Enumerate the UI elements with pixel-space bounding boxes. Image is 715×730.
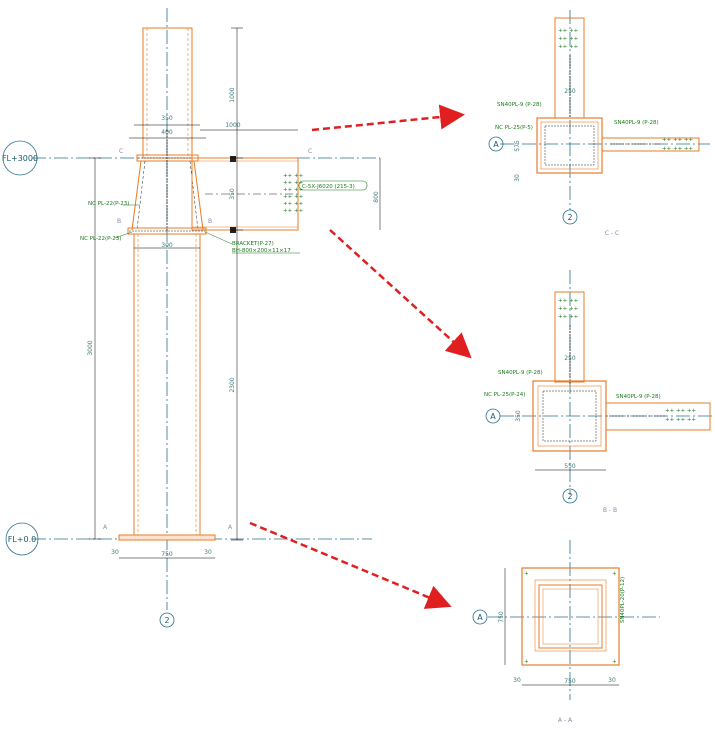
- dim-a-right: 30: [608, 677, 616, 684]
- svg-text:++ ++: ++ ++: [283, 208, 304, 214]
- grid-bubble-2-section-b: 2: [562, 488, 578, 504]
- dim-upper-1000: 1000: [225, 122, 240, 129]
- grid-bubble-2-section-c: 2: [562, 209, 578, 225]
- svg-text:2: 2: [164, 616, 169, 625]
- svg-text:++ ++: ++ ++: [558, 28, 579, 34]
- dim-b-d3: 550: [564, 463, 576, 470]
- dim-column-width: 300: [161, 242, 173, 249]
- note-b-left: NC PL-25(P-24): [484, 392, 525, 398]
- section-mark-b-left: B: [117, 218, 121, 225]
- dim-base-side-left: 30: [111, 549, 119, 556]
- svg-text:+: +: [612, 571, 617, 577]
- dim-bracket-depth: 800: [373, 191, 380, 203]
- grid-bubble-a-section-c: A: [488, 136, 504, 152]
- note-bracket-section: BH-800×200×11×17: [232, 248, 291, 254]
- svg-text:++ ++ ++: ++ ++ ++: [665, 408, 697, 414]
- dim-base-side-right: 30: [204, 549, 212, 556]
- arrow-to-section-b: [329, 229, 472, 359]
- level-bubble-bottom: FL+0.0: [5, 522, 39, 556]
- dim-b-d1: 250: [564, 355, 576, 362]
- level-bubble-top: FL+3000: [2, 140, 38, 176]
- svg-text:A: A: [477, 613, 483, 622]
- grid-bubble-2-elevation: 2: [159, 612, 175, 628]
- svg-text:2: 2: [567, 213, 572, 222]
- svg-text:++ ++: ++ ++: [558, 36, 579, 42]
- section-a-column: [538, 584, 603, 649]
- section-b-column: [554, 291, 585, 383]
- note-plate-upper: NC PL-22(P-23): [88, 201, 129, 207]
- note-c-left: NC PL-25(P-5): [495, 125, 533, 131]
- arrow-to-section-c: [311, 104, 465, 132]
- dim-lower-2300: 2300: [229, 377, 236, 392]
- dim-c-d1: 250: [564, 88, 576, 95]
- svg-text:++ ++: ++ ++: [558, 44, 579, 50]
- dim-c-d2: 575: [514, 140, 521, 152]
- section-a-view: + + + + 750 30 750 30 SN40PL-20(P-12) A …: [472, 540, 660, 724]
- section-mark-a-left: A: [103, 524, 108, 531]
- dim-a-bottom: 750: [564, 678, 576, 685]
- dim-height-1000: 1000: [229, 87, 236, 102]
- level-label-top: FL+3000: [2, 154, 38, 163]
- section-c-beam: [601, 137, 700, 152]
- svg-text:+: +: [612, 659, 617, 665]
- tapered-transition: [131, 160, 204, 231]
- section-c-view: ++ ++ ++ ++ ++ ++ ++ ++ ++ ++ ++ ++ 250 …: [488, 10, 710, 237]
- svg-text:++ ++: ++ ++: [558, 314, 579, 320]
- note-c-top: SN40PL-9 (P-28): [497, 102, 542, 108]
- grid-bubble-a-section-a: A: [472, 609, 488, 625]
- section-mark-c-right: C: [308, 148, 312, 155]
- base-plate: [118, 534, 216, 541]
- dim-base-width: 750: [161, 551, 173, 558]
- svg-text:A: A: [490, 412, 496, 421]
- svg-text:++ ++: ++ ++: [283, 194, 304, 200]
- svg-text:++ ++ ++: ++ ++ ++: [662, 146, 694, 152]
- svg-text:2: 2: [567, 492, 572, 501]
- dim-a-left: 30: [513, 677, 521, 684]
- note-plate-lower: NC PL-22(P-23): [80, 236, 121, 242]
- dim-a-side: 750: [498, 611, 505, 623]
- section-mark-b-right: B: [208, 218, 212, 225]
- svg-text:+: +: [524, 571, 529, 577]
- dim-top-plate: 350: [161, 115, 173, 122]
- note-b-top: SN40PL-9 (P-28): [498, 370, 543, 376]
- section-c-title: C - C: [605, 230, 619, 237]
- grid-bubble-a-section-b: A: [485, 408, 501, 424]
- dim-bracket-width: 400: [161, 129, 173, 136]
- upper-column: [142, 27, 193, 159]
- dim-c-d3: 30: [514, 174, 521, 182]
- note-c-right: SN40PL-9 (P-28): [614, 120, 659, 126]
- note-a-right: SN40PL-20(P-12): [620, 577, 626, 623]
- dim-height-3000: 3000: [87, 340, 94, 355]
- svg-text:++ ++ ++: ++ ++ ++: [665, 417, 697, 423]
- section-a-base-plate: [521, 567, 620, 666]
- bolt-group-icon: ++ ++: [283, 173, 304, 179]
- dim-transition-350: 350: [229, 188, 236, 200]
- section-b-title: B - B: [603, 507, 617, 514]
- svg-text:++ ++: ++ ++: [283, 180, 304, 186]
- level-label-bottom: FL+0.0: [8, 535, 36, 544]
- svg-text:++ ++: ++ ++: [558, 306, 579, 312]
- section-b-beam: [605, 402, 711, 431]
- section-mark-c-left: C: [119, 148, 123, 155]
- note-b-right: SN40PL-9 (P-28): [616, 394, 661, 400]
- note-bracket: BRACKET(P-27): [232, 241, 274, 247]
- svg-text:++ ++: ++ ++: [558, 298, 579, 304]
- member-tag: C-5X-J6020 (215-3): [302, 184, 355, 190]
- svg-text:++ ++: ++ ++: [283, 187, 304, 193]
- arrow-to-section-a: [249, 521, 452, 609]
- section-mark-a-right: A: [228, 524, 233, 531]
- svg-text:++ ++: ++ ++: [283, 201, 304, 207]
- svg-text:+: +: [524, 659, 529, 665]
- svg-text:++ ++ ++: ++ ++ ++: [662, 137, 694, 143]
- section-b-view: ++ ++ ++ ++ ++ ++ ++ ++ ++ ++ ++ ++ 250 …: [484, 270, 712, 514]
- svg-text:A: A: [493, 140, 499, 149]
- section-a-title: A - A: [558, 717, 573, 724]
- dim-b-d2: 350: [515, 410, 522, 422]
- elevation-view: FL+3000 FL+0.0 ++ ++ +: [2, 8, 381, 628]
